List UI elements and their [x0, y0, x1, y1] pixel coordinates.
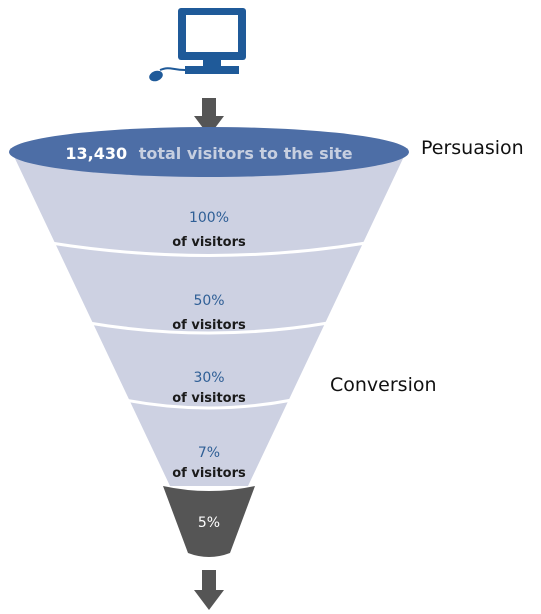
- funnel-body: [10, 148, 408, 486]
- bottom-stage-percent: 5%: [198, 515, 220, 531]
- stage-label: of visitors: [172, 391, 246, 406]
- stage-divider: [50, 241, 367, 257]
- total-visitors-number: 13,430: [65, 144, 127, 163]
- stage-percent: 50%: [193, 293, 224, 309]
- stage-percent: 7%: [198, 445, 220, 461]
- stage-label: of visitors: [172, 318, 246, 333]
- stage-percent: 100%: [189, 210, 229, 226]
- total-visitors-label: total visitors to the site: [139, 144, 353, 163]
- stage-divider: [88, 321, 329, 335]
- stage-label: of visitors: [172, 466, 246, 481]
- stage-percent: 30%: [193, 370, 224, 386]
- stage-divider: [124, 398, 293, 410]
- conversion-label: Conversion: [330, 374, 437, 396]
- persuasion-label: Persuasion: [421, 137, 524, 159]
- bottom-stage: [163, 486, 255, 557]
- computer-icon: [149, 8, 246, 82]
- down-arrow-icon: [194, 570, 224, 610]
- stage-label: of visitors: [172, 235, 246, 250]
- total-visitors-text: 13,430 total visitors to the site: [65, 144, 352, 163]
- down-arrow-icon: [194, 98, 224, 136]
- top-ellipse: [9, 127, 409, 177]
